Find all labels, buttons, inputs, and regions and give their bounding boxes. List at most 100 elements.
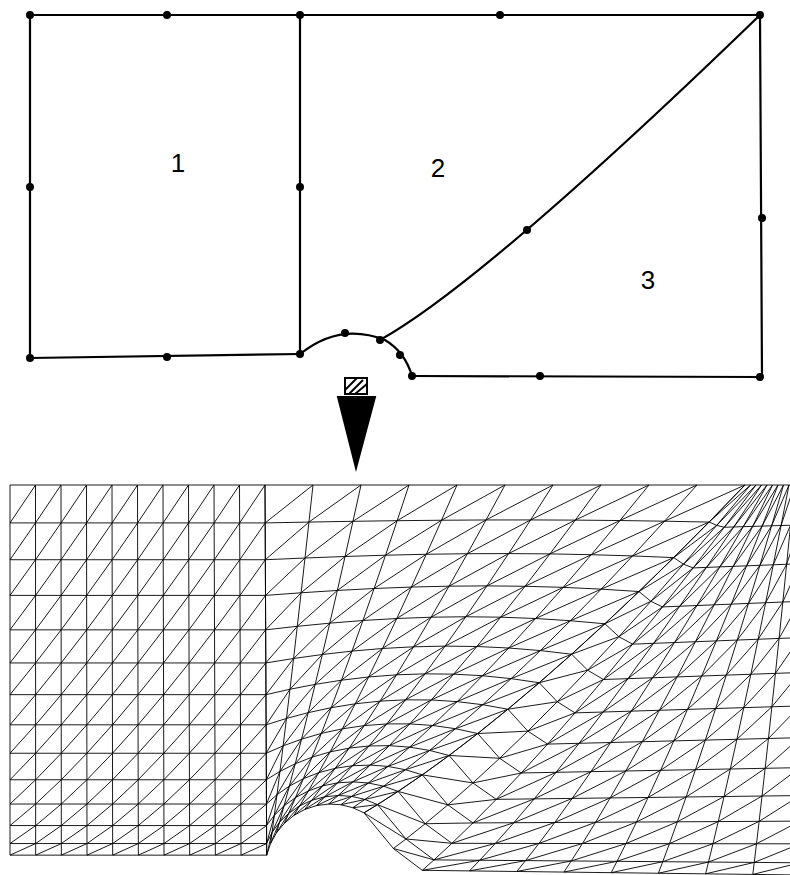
mesh-line bbox=[508, 702, 557, 709]
mesh-line bbox=[663, 844, 713, 862]
mesh-line bbox=[753, 485, 790, 874]
mesh-line bbox=[163, 595, 188, 629]
mesh-line bbox=[189, 630, 214, 663]
mesh-line bbox=[406, 674, 454, 700]
mesh-line bbox=[308, 680, 341, 712]
mesh-line bbox=[36, 725, 62, 753]
mesh-line bbox=[61, 485, 86, 523]
boundary-node bbox=[523, 226, 531, 234]
boundary-node bbox=[496, 11, 504, 19]
mesh-line bbox=[349, 724, 387, 748]
mesh-line bbox=[434, 843, 495, 859]
mesh-line bbox=[61, 695, 87, 725]
mesh-line bbox=[353, 485, 697, 808]
mesh-line bbox=[466, 586, 525, 616]
mesh-line bbox=[10, 804, 36, 826]
mesh-line bbox=[87, 753, 113, 780]
mesh-line bbox=[342, 701, 380, 729]
mesh-line bbox=[331, 677, 368, 708]
mesh-line bbox=[138, 663, 164, 695]
mesh-line bbox=[241, 780, 267, 804]
mesh-line bbox=[352, 786, 384, 796]
mesh-line bbox=[284, 806, 299, 823]
boundary-node bbox=[536, 372, 544, 380]
mesh-line bbox=[456, 709, 508, 728]
mesh-line bbox=[674, 605, 714, 643]
mesh-line bbox=[422, 775, 473, 783]
mesh-line bbox=[478, 731, 528, 733]
mesh-line bbox=[352, 618, 397, 651]
mesh-line bbox=[470, 485, 762, 871]
mesh-line bbox=[241, 725, 266, 753]
mesh-line bbox=[734, 485, 767, 527]
mesh-line bbox=[61, 725, 87, 753]
mesh-line bbox=[669, 822, 718, 844]
mesh-line bbox=[686, 769, 730, 797]
mesh-line bbox=[266, 659, 294, 695]
mesh-line bbox=[431, 676, 482, 700]
boundary-node bbox=[26, 183, 34, 191]
mesh-line bbox=[539, 670, 587, 683]
boundary-node bbox=[756, 11, 764, 19]
finite-element-mesh bbox=[10, 485, 790, 875]
mesh-line bbox=[215, 663, 240, 695]
mesh-line bbox=[610, 770, 660, 798]
mesh-line bbox=[138, 595, 163, 629]
mesh-line bbox=[113, 844, 139, 856]
mesh-line bbox=[397, 646, 446, 675]
mesh-line bbox=[36, 844, 62, 856]
mesh-line bbox=[680, 567, 720, 606]
mesh-line bbox=[611, 485, 778, 873]
mesh-line bbox=[189, 695, 215, 725]
mesh-line bbox=[113, 804, 139, 826]
mesh-line bbox=[214, 523, 239, 560]
mesh-line bbox=[617, 844, 669, 862]
mesh-line bbox=[277, 485, 361, 833]
mesh-line bbox=[449, 554, 509, 587]
mesh-line bbox=[341, 485, 649, 805]
mesh-line bbox=[61, 595, 87, 629]
mesh-line bbox=[266, 558, 305, 595]
mesh-line bbox=[305, 521, 353, 558]
mesh-line bbox=[387, 700, 431, 724]
mesh-line bbox=[10, 780, 36, 804]
mesh-line bbox=[295, 733, 321, 763]
mesh-line bbox=[601, 558, 674, 590]
mesh-line bbox=[706, 862, 755, 873]
mesh-line bbox=[338, 783, 368, 795]
mesh-line bbox=[87, 663, 113, 695]
mesh-line bbox=[138, 804, 164, 826]
mesh-line bbox=[10, 753, 36, 780]
mesh-line bbox=[772, 485, 789, 526]
boundary-node bbox=[408, 372, 416, 380]
mesh-line bbox=[717, 485, 756, 525]
mesh-line bbox=[709, 844, 757, 862]
mesh-line bbox=[289, 757, 312, 786]
mesh-line bbox=[322, 621, 363, 655]
mesh-line bbox=[716, 603, 748, 640]
mesh-line bbox=[164, 663, 189, 695]
mesh-line bbox=[724, 768, 765, 796]
mesh-line bbox=[369, 724, 410, 746]
boundary-node bbox=[756, 373, 764, 381]
mesh-line bbox=[674, 709, 716, 741]
mesh-line bbox=[87, 560, 112, 596]
mesh-line bbox=[760, 526, 781, 566]
mesh-line bbox=[61, 560, 87, 596]
mesh-line bbox=[215, 804, 241, 826]
mesh-line bbox=[449, 755, 500, 758]
mesh-line bbox=[365, 791, 398, 799]
mesh-line bbox=[61, 485, 62, 855]
mesh-line bbox=[480, 843, 539, 860]
mesh-line bbox=[312, 729, 342, 757]
mesh-line bbox=[430, 734, 478, 751]
mesh-line bbox=[397, 586, 449, 618]
mesh-line bbox=[36, 560, 62, 596]
mesh-line bbox=[531, 485, 601, 520]
mesh-line bbox=[189, 560, 214, 596]
mesh-line bbox=[10, 725, 36, 753]
mesh-line bbox=[61, 780, 87, 804]
mesh-line bbox=[265, 485, 267, 855]
mesh-line bbox=[677, 641, 716, 677]
